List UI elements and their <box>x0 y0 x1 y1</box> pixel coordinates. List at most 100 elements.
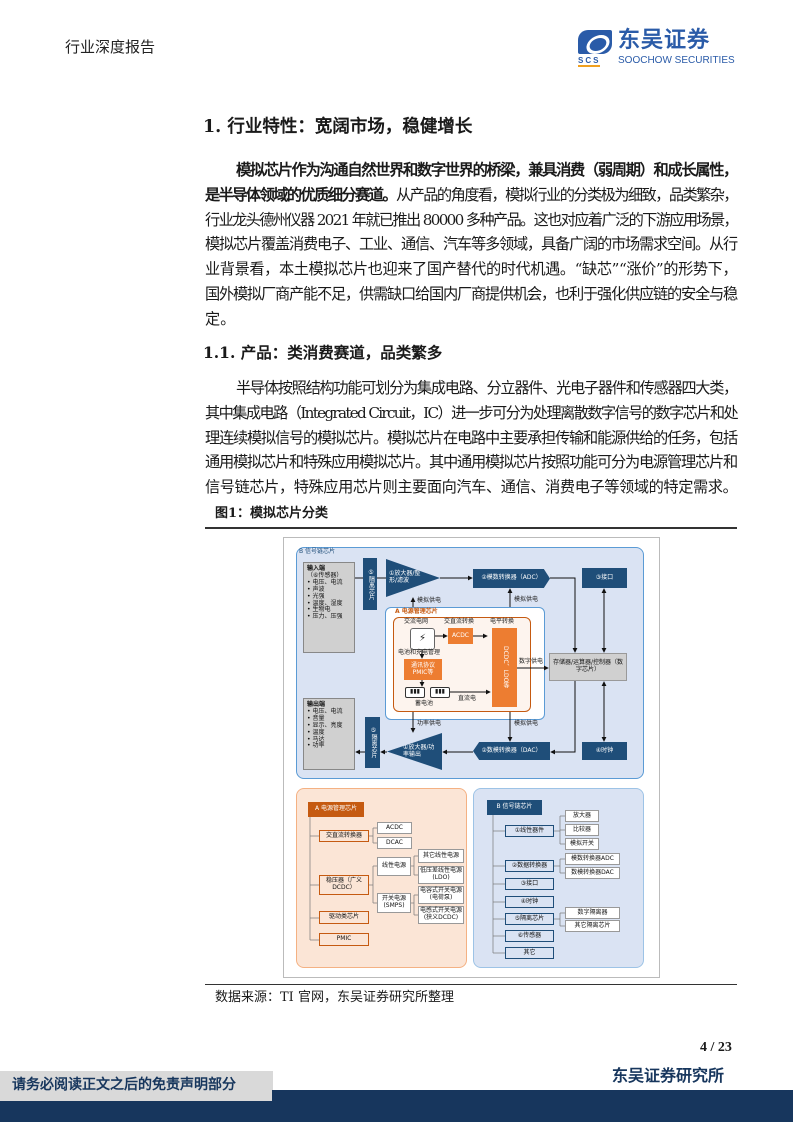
output-items: 电压、电流音量显示、亮度温度马达功率 <box>307 708 342 750</box>
signal-tree-leaf: 数模转换器DAC <box>565 867 620 879</box>
power-tree-node: 稳压器（广义DCDC） <box>319 875 369 895</box>
section-paragraph: 模拟芯片作为沟通自然世界和数字世界的桥梁，兼具消费（弱周期）和成长属性， 是半导体… <box>205 158 739 332</box>
output-item: 马达 <box>307 736 342 744</box>
signal-chain-title: B 信号链芯片 <box>299 547 336 555</box>
text-line: 定。 <box>205 307 737 332</box>
power-tree-leaf: 开关电源(SMPS) <box>377 893 411 913</box>
input-item: 压力、压强 <box>307 613 342 621</box>
logo-cn: 东吴证券 <box>618 28 711 53</box>
page-number: 4 / 23 <box>700 1040 732 1055</box>
logo-abbr: SCS <box>578 56 601 67</box>
power-tree-title: A 电源管理芯片 <box>308 802 364 817</box>
signal-tree-node: ③接口 <box>505 878 554 890</box>
text-segment: 行业龙头德州仪器 2021 年就已推出 80000 多种产品。这也对应着广泛的下… <box>205 210 739 229</box>
acdc-conv-label: 交直流转换 <box>444 618 475 626</box>
input-item: 声波 <box>307 586 342 594</box>
text-line: 模拟芯片作为沟通自然世界和数字世界的桥梁，兼具消费（弱周期）和成长属性， <box>205 158 738 183</box>
analog-supply-label: 模拟供电 <box>514 720 539 728</box>
text-segment: 业背景看，本土模拟芯片也迎来了国产替代的时代机遇。“缺芯”“涨价”的形势下， <box>205 260 738 279</box>
battery-icon: ▮▮▮ <box>430 687 450 698</box>
text-line: 业背景看，本土模拟芯片也迎来了国产替代的时代机遇。“缺芯”“涨价”的形势下， <box>205 257 738 282</box>
battery-label: 蓄电池 <box>415 700 434 708</box>
input-box: 输入端（⑥传感器）电压、电流声波光强温度、湿度生物电压力、压强 <box>303 562 355 653</box>
level-conv-label: 电平转换 <box>490 618 515 626</box>
text-segment: 模拟芯片作为沟通自然世界和数字世界的桥梁，兼具消费（弱周期）和成长属性， <box>236 161 738 179</box>
logo-mark-icon <box>578 30 612 54</box>
footer-org: 东吴证券研究所 <box>612 1066 725 1085</box>
logo-en: SOOCHOW SECURITIES <box>618 55 735 66</box>
signal-tree-leaf: 数字隔离器 <box>565 907 620 919</box>
signal-tree-node: ②数据转换器 <box>505 860 554 872</box>
output-box: 输出端电压、电流音量显示、亮度温度马达功率 <box>303 698 355 770</box>
output-item: 温度 <box>307 729 342 737</box>
disclaimer-notice[interactable]: 请务必阅读正文之后的免责声明部分 <box>0 1071 273 1101</box>
figure-bottom-rule <box>205 984 737 985</box>
signal-tree-node: ⑤隔离芯片 <box>505 913 554 925</box>
figure-top-rule <box>205 527 737 529</box>
text-line: 信号链芯片，特殊应用芯片则主要面向汽车、通信、消费电子等领域的特定需求。 <box>205 475 738 500</box>
input-item: 光强 <box>307 593 342 601</box>
isolator-in: ⑤隔离芯片 <box>363 558 377 610</box>
text-segment: 定。 <box>205 309 236 328</box>
analog-supply-label: 模拟供电 <box>514 596 539 604</box>
input-items: 电压、电流声波光强温度、湿度生物电压力、压强 <box>307 579 342 621</box>
dcdc-ldo-block: DCDC、LDO等 <box>492 628 517 707</box>
signal-tree-leaf: 放大器 <box>565 810 599 822</box>
power-tree-leaf: ACDC <box>377 822 412 834</box>
text-segment: 是半导体领域的优质细分赛道。 <box>205 185 398 204</box>
signal-tree-node: 其它 <box>505 947 554 959</box>
ac-grid-label: 交流电网 <box>404 618 429 626</box>
report-type: 行业深度报告 <box>65 38 156 56</box>
power-tree-node: PMIC <box>319 933 369 946</box>
processor-block: 存储器/运算器/控制器（数字芯片） <box>549 653 627 681</box>
text-segment: 其中集成电路（Integrated Circuit，IC）进一步可分为处理离散数… <box>205 403 739 422</box>
text-line: 理连续模拟信号的模拟芯片。模拟芯片在电路中主要承担传输和能源供给的任务，包括 <box>205 426 738 451</box>
output-item: 显示、亮度 <box>307 722 342 730</box>
subsection-paragraph: 半导体按照结构功能可划分为集成电路、分立器件、光电子器件和传感器四大类， 其中集成… <box>205 376 739 500</box>
digital-supply-label: 数字供电 <box>519 658 544 666</box>
power-plug-icon: ⚡ <box>410 628 435 650</box>
subsection-title: 1.1. 产品：类消费赛道，品类繁多 <box>203 343 443 362</box>
interface-block: ③接口 <box>582 568 627 588</box>
input-item: 温度、湿度 <box>307 600 342 608</box>
input-subtitle: （⑥传感器） <box>307 571 343 579</box>
power-tree-node: 交直流转换器 <box>319 830 369 842</box>
power-supply-label: 功率供电 <box>417 720 442 728</box>
power-panel-title: A 电源管理芯片 <box>395 608 438 616</box>
text-segment: 国外模拟厂商产能不足，供需缺口给国内厂商提供机会，也利于强化供应链的安全与稳 <box>205 284 738 303</box>
power-tree-leaf: DCAC <box>377 837 412 849</box>
clock-block: ④时钟 <box>582 742 627 760</box>
signal-tree-leaf: 其它隔离芯片 <box>565 920 620 932</box>
output-item: 功率 <box>307 743 342 750</box>
battery-icon: ▮▮▮ <box>405 687 425 698</box>
signal-tree-node: ⑥传感器 <box>505 930 554 942</box>
input-item: 生物电 <box>307 607 342 614</box>
input-title: 输入端 <box>307 565 326 572</box>
section-title: 1. 行业特性：宽阔市场，稳健增长 <box>203 117 473 137</box>
power-tree-leaf: 电容式开关电源(电荷泵) <box>418 886 464 904</box>
signal-tree-leaf: 模拟开关 <box>565 838 599 850</box>
text-segment: 信号链芯片，特殊应用芯片则主要面向汽车、通信、消费电子等领域的特定需求。 <box>205 478 738 497</box>
dc-label: 直流电 <box>458 695 477 703</box>
input-item: 电压、电流 <box>307 579 342 587</box>
signal-tree-node: ④时钟 <box>505 896 554 908</box>
text-line: 模拟芯片覆盖消费电子、工业、通信、汽车等多领域，具备广阔的市场需求空间。从行 <box>205 232 738 257</box>
text-segment: 模拟芯片覆盖消费电子、工业、通信、汽车等多领域，具备广阔的市场需求空间。从行 <box>205 235 738 254</box>
pmic-block: 通讯协议PMIC等 <box>404 659 442 680</box>
figure-source: 数据来源：TI 官网，东吴证券研究所整理 <box>215 990 454 1005</box>
text-line: 行业龙头德州仪器 2021 年就已推出 80000 多种产品。这也对应着广泛的下… <box>205 208 739 233</box>
signal-tree-node: ①线性器件 <box>505 825 554 837</box>
footer-bar-left <box>0 1101 273 1122</box>
output-item: 电压、电流 <box>307 708 342 716</box>
text-segment: 通用模拟芯片和特殊应用模拟芯片。其中通用模拟芯片按照功能可分为电源管理芯片和 <box>205 453 738 472</box>
power-tree-leaf: 电感式开关电源(狭义DCDC) <box>418 906 464 924</box>
acdc-block: ACDC <box>448 628 473 644</box>
text-line: 半导体按照结构功能可划分为集成电路、分立器件、光电子器件和传感器四大类， <box>205 376 738 401</box>
text-line: 是半导体领域的优质细分赛道。从产品的角度看，模拟行业的分类极为细致，品类繁杂， <box>205 183 739 208</box>
signal-tree-title: B 信号链芯片 <box>487 800 542 815</box>
output-title: 输出端 <box>307 701 326 708</box>
text-segment: 理连续模拟信号的模拟芯片。模拟芯片在电路中主要承担传输和能源供给的任务，包括 <box>205 428 738 447</box>
isolator-out: ⑤隔离芯片 <box>365 717 380 768</box>
adc-block: ②模数转换器（ADC） <box>473 569 550 588</box>
figure-label: 图1：模拟芯片分类 <box>215 506 329 521</box>
